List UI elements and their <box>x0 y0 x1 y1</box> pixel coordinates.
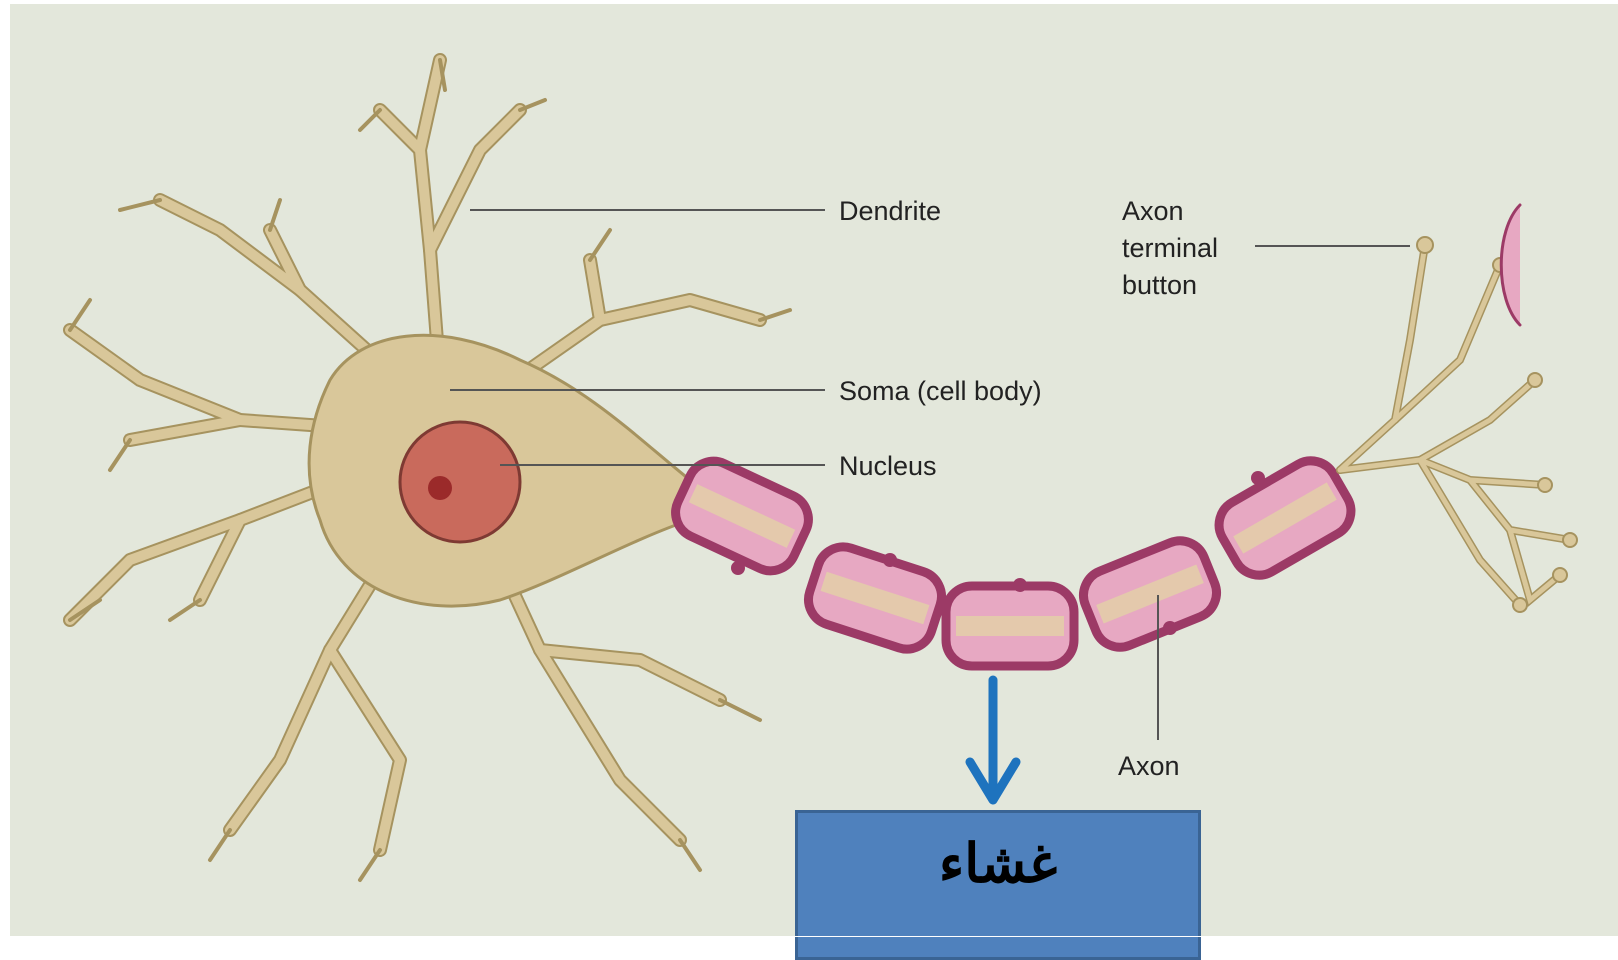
label-axon: Axon <box>1118 751 1180 781</box>
callout-text: غشاء <box>798 831 1198 895</box>
label-dendrite: Dendrite <box>839 196 941 226</box>
callout-box: غشاء <box>795 810 1201 960</box>
nucleus <box>400 422 520 542</box>
label-nucleus: Nucleus <box>839 451 937 481</box>
label-axon-terminal-line1: Axon <box>1122 196 1184 226</box>
neuron-diagram: Dendrite Soma (cell body) Nucleus Axon t… <box>0 0 1618 937</box>
label-soma: Soma (cell body) <box>839 376 1042 406</box>
label-axon-terminal-line3: button <box>1122 270 1197 300</box>
label-axon-terminal-line2: terminal <box>1122 233 1218 263</box>
nucleolus <box>428 476 452 500</box>
